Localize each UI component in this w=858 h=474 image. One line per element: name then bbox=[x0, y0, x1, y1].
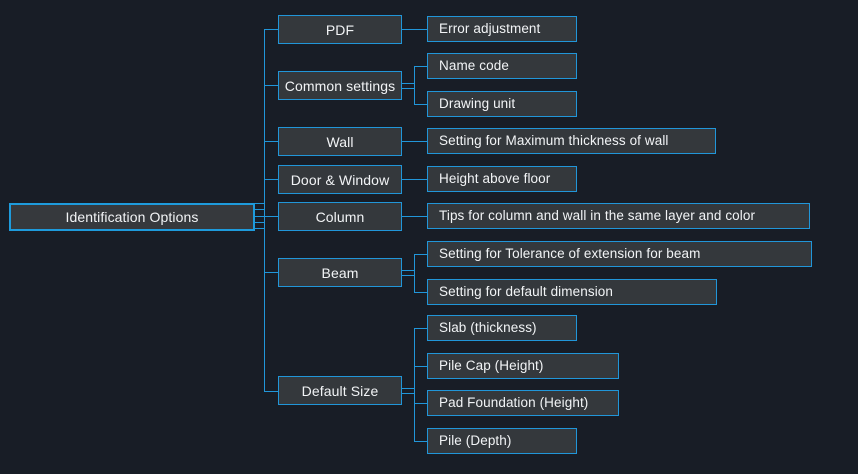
node-label: Beam bbox=[321, 264, 359, 281]
conn-beam-out-b bbox=[402, 275, 414, 276]
node-label: Slab (thickness) bbox=[439, 320, 537, 336]
conn-pdf-child bbox=[402, 29, 427, 30]
trunk-stub-pdf bbox=[264, 29, 278, 30]
node-pad-foundation-height[interactable]: Pad Foundation (Height) bbox=[427, 390, 619, 416]
node-tips-column-wall-same-layer-color[interactable]: Tips for column and wall in the same lay… bbox=[427, 203, 810, 229]
node-setting-default-dimension[interactable]: Setting for default dimension bbox=[427, 279, 717, 305]
node-name-code[interactable]: Name code bbox=[427, 53, 577, 79]
node-pile-depth[interactable]: Pile (Depth) bbox=[427, 428, 577, 454]
node-label: Pile Cap (Height) bbox=[439, 358, 544, 374]
node-label: Tips for column and wall in the same lay… bbox=[439, 208, 756, 224]
node-label: Setting for Tolerance of extension for b… bbox=[439, 246, 701, 262]
conn-default-size-child-3 bbox=[414, 403, 427, 404]
node-slab-thickness[interactable]: Slab (thickness) bbox=[427, 315, 577, 341]
conn-default-size-child-1 bbox=[414, 328, 427, 329]
node-label: Common settings bbox=[284, 77, 396, 94]
node-label: Default Size bbox=[301, 382, 379, 399]
node-label: Error adjustment bbox=[439, 21, 541, 37]
conn-beam-spine bbox=[414, 254, 415, 292]
node-setting-maximum-thickness-of-wall[interactable]: Setting for Maximum thickness of wall bbox=[427, 128, 716, 154]
conn-wall-child bbox=[402, 141, 427, 142]
node-door-window[interactable]: Door & Window bbox=[278, 165, 402, 194]
conn-common-settings-out-a bbox=[402, 83, 414, 84]
conn-default-size-spine bbox=[414, 328, 415, 441]
conn-default-size-child-4 bbox=[414, 441, 427, 442]
trunk-stub-column bbox=[264, 216, 278, 217]
node-pdf[interactable]: PDF bbox=[278, 15, 402, 44]
conn-door-window-child bbox=[402, 179, 427, 180]
conn-default-size-out-a bbox=[402, 388, 414, 389]
node-label: Height above floor bbox=[439, 171, 551, 187]
conn-common-settings-spine bbox=[414, 66, 415, 105]
conn-common-settings-child-2 bbox=[414, 104, 427, 105]
conn-beam-out-a bbox=[402, 270, 414, 271]
trunk-stub-wall bbox=[264, 141, 278, 142]
node-label: Identification Options bbox=[65, 209, 199, 225]
root-stub-4 bbox=[255, 222, 265, 223]
node-label: Pile (Depth) bbox=[439, 433, 512, 449]
node-label: Pad Foundation (Height) bbox=[439, 395, 589, 411]
root-stub-2 bbox=[255, 209, 265, 210]
node-label: Wall bbox=[326, 133, 354, 150]
node-height-above-floor[interactable]: Height above floor bbox=[427, 166, 577, 192]
conn-default-size-child-2 bbox=[414, 366, 427, 367]
node-beam[interactable]: Beam bbox=[278, 258, 402, 287]
node-common-settings[interactable]: Common settings bbox=[278, 71, 402, 100]
node-label: Column bbox=[315, 208, 365, 225]
node-column[interactable]: Column bbox=[278, 202, 402, 231]
node-label: Door & Window bbox=[290, 171, 390, 188]
node-error-adjustment[interactable]: Error adjustment bbox=[427, 16, 577, 42]
node-label: Setting for Maximum thickness of wall bbox=[439, 133, 669, 149]
node-label: Setting for default dimension bbox=[439, 284, 614, 300]
node-label: Name code bbox=[439, 58, 509, 74]
node-default-size[interactable]: Default Size bbox=[278, 376, 402, 405]
conn-default-size-out-b bbox=[402, 393, 414, 394]
root-stub-5 bbox=[255, 228, 265, 229]
node-wall[interactable]: Wall bbox=[278, 127, 402, 156]
node-label: Drawing unit bbox=[439, 96, 516, 112]
node-identification-options[interactable]: Identification Options bbox=[9, 203, 255, 231]
root-stub-1 bbox=[255, 203, 265, 204]
trunk-stub-common-settings bbox=[264, 85, 278, 86]
node-setting-tolerance-extension-beam[interactable]: Setting for Tolerance of extension for b… bbox=[427, 241, 812, 267]
conn-common-settings-out-b bbox=[402, 88, 414, 89]
trunk-line bbox=[264, 29, 265, 392]
conn-beam-child-1 bbox=[414, 254, 427, 255]
node-label: PDF bbox=[325, 21, 355, 38]
trunk-stub-door-window bbox=[264, 179, 278, 180]
trunk-stub-default-size bbox=[264, 391, 278, 392]
trunk-stub-beam bbox=[264, 272, 278, 273]
node-pile-cap-height[interactable]: Pile Cap (Height) bbox=[427, 353, 619, 379]
conn-common-settings-child-1 bbox=[414, 66, 427, 67]
conn-beam-child-2 bbox=[414, 292, 427, 293]
node-drawing-unit[interactable]: Drawing unit bbox=[427, 91, 577, 117]
conn-column-child bbox=[402, 216, 427, 217]
